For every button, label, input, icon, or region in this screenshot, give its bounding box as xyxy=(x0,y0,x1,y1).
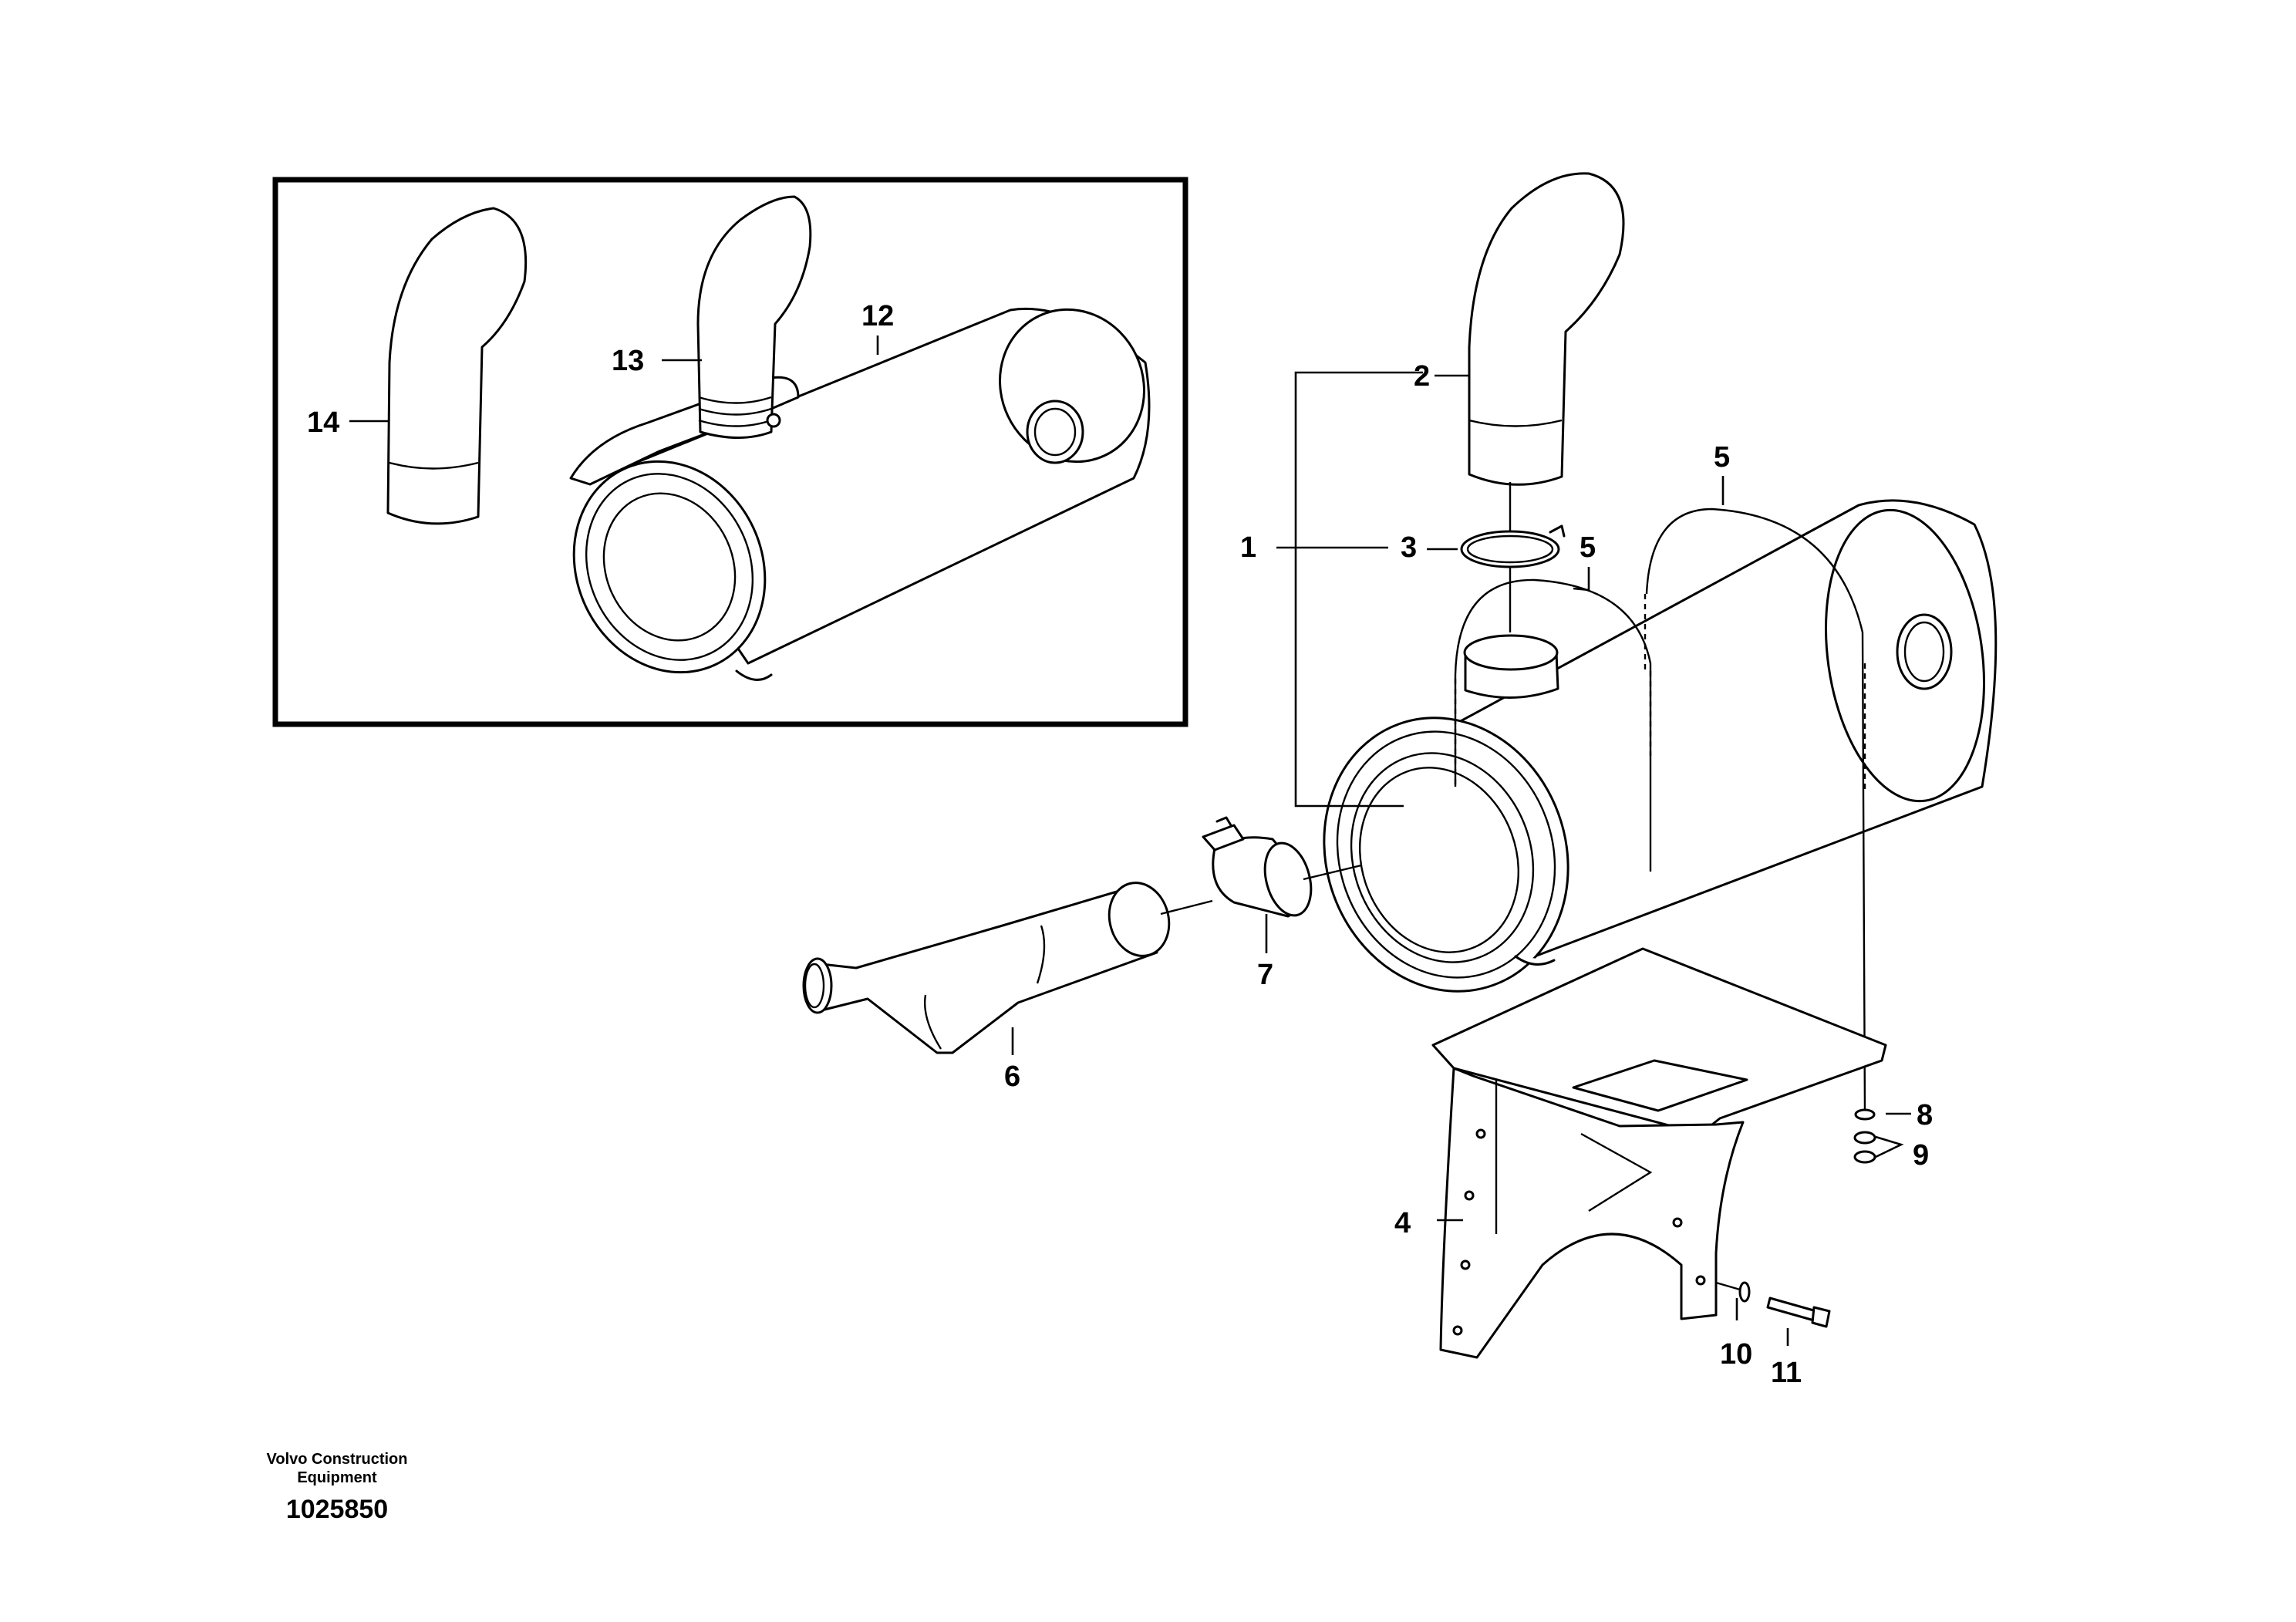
part-6-inlet-pipe xyxy=(802,882,1171,1054)
callout-9: 9 xyxy=(1913,1139,1929,1172)
part-4-support-bracket xyxy=(1431,947,1887,1359)
drawing-number: 1025850 xyxy=(286,1495,388,1524)
inset-alternative-silencer xyxy=(272,177,1188,727)
callout-5-front: 5 xyxy=(1580,531,1596,564)
part-2-exhaust-elbow xyxy=(1468,172,1625,486)
part-5-u-bolt-front xyxy=(1454,578,1652,872)
part-5-u-bolt-rear xyxy=(1644,508,1866,1115)
part-14-elbow xyxy=(386,207,528,525)
footer-brand-line1: Volvo Construction xyxy=(267,1451,408,1468)
part-8-washer xyxy=(1854,1108,1876,1121)
callout-10: 10 xyxy=(1720,1338,1752,1371)
inset-muffler xyxy=(572,307,1151,681)
part-9-nuts xyxy=(1853,1131,1876,1164)
callout-11: 11 xyxy=(1771,1357,1802,1389)
part-10-washer xyxy=(1715,1281,1751,1303)
footer-brand-line2: Equipment xyxy=(297,1469,377,1486)
part-1-muffler xyxy=(1323,499,1998,993)
callout-1: 1 xyxy=(1240,531,1256,564)
callout-14: 14 xyxy=(307,406,339,439)
callout-3: 3 xyxy=(1401,531,1417,564)
callout-2: 2 xyxy=(1414,360,1430,393)
part-7-pipe-clamp xyxy=(1202,816,1313,918)
part-13-elbow xyxy=(696,195,812,439)
leader-lines xyxy=(349,336,1911,1346)
callout-13: 13 xyxy=(612,345,644,377)
callout-6: 6 xyxy=(1004,1061,1020,1093)
part-11-bolt xyxy=(1766,1297,1831,1328)
callout-12: 12 xyxy=(861,300,894,332)
callout-8: 8 xyxy=(1917,1099,1933,1131)
callout-5-rear: 5 xyxy=(1714,441,1730,474)
callout-7: 7 xyxy=(1257,959,1273,991)
part-3-clamp-ring xyxy=(1460,524,1566,568)
callout-4: 4 xyxy=(1394,1207,1411,1239)
